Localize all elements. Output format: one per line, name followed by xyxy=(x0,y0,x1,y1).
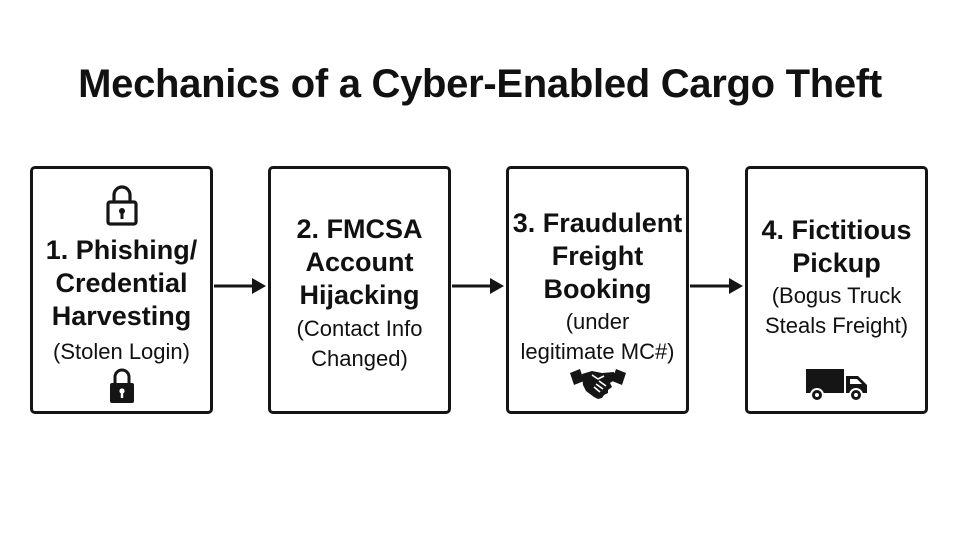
diagram-title: Mechanics of a Cyber-Enabled Cargo Theft xyxy=(78,62,882,106)
step-box-2: 2. FMCSA Account Hijacking (Contact Info… xyxy=(268,166,451,414)
step-1-heading: 1. Phishing/ Credential Harvesting xyxy=(45,235,198,331)
step-2-heading: 2. FMCSA Account Hijacking xyxy=(296,214,423,310)
arrow-1-to-2 xyxy=(214,278,266,294)
lock-outline-icon xyxy=(105,185,138,226)
step-box-3: 3. Fraudulent Freight Booking (under leg… xyxy=(506,166,689,414)
step-box-4: 4. Fictitious Pickup (Bogus Truck Steals… xyxy=(745,166,928,414)
arrow-3-to-4 xyxy=(690,278,743,294)
step-1-detail: (Stolen Login) xyxy=(53,339,190,364)
handshake-icon xyxy=(569,369,626,399)
arrow-2-to-3 xyxy=(452,278,504,294)
step-3-heading: 3. Fraudulent Freight Booking xyxy=(512,208,683,304)
step-4-detail: (Bogus Truck Steals Freight) xyxy=(764,283,909,338)
step-box-1: 1. Phishing/ Credential Harvesting (Stol… xyxy=(30,166,213,414)
step-3-detail: (under legitimate MC#) xyxy=(520,309,675,364)
truck-icon xyxy=(805,369,867,402)
lock-filled-icon xyxy=(109,368,134,403)
step-2-detail: (Contact Info Changed) xyxy=(296,316,423,371)
step-4-heading: 4. Fictitious Pickup xyxy=(761,215,912,278)
